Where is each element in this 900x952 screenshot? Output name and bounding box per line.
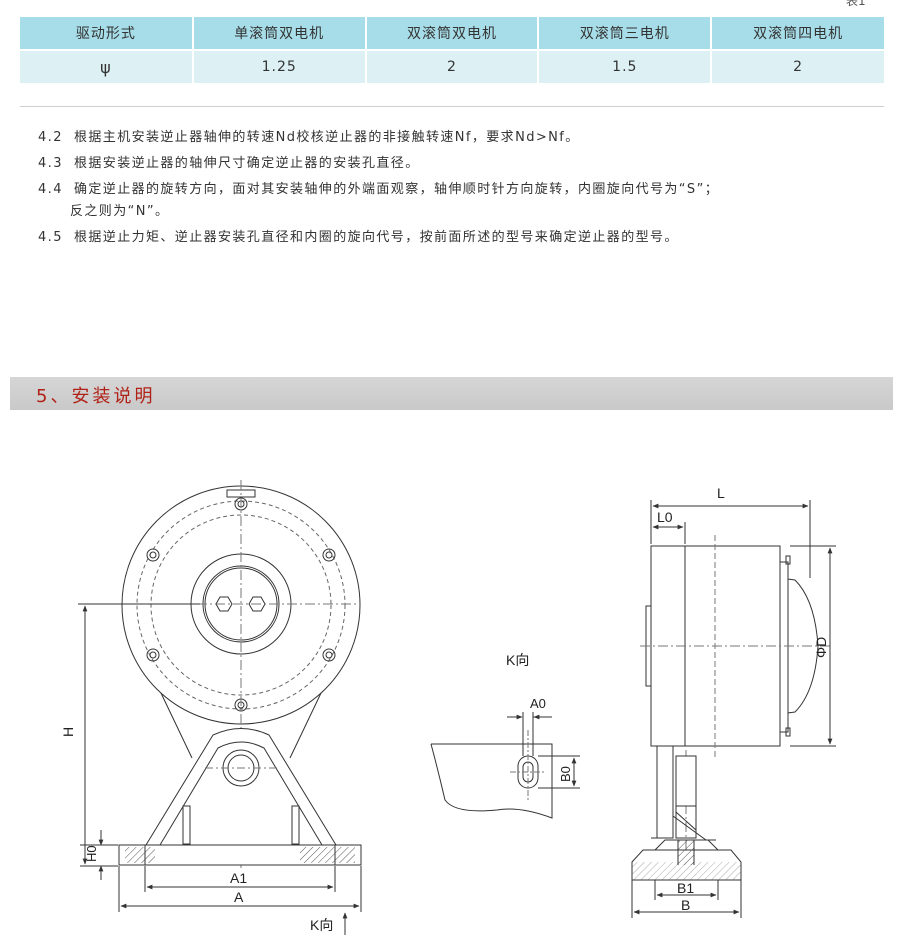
dim-b1-label: B1	[677, 880, 694, 896]
k-view-arrow-label: K向	[310, 917, 333, 933]
note-item: 4.4 确定逆止器的旋转方向，面对其安装轴伸的外端面观察，轴伸顺时针方向旋转，内圈…	[38, 179, 719, 205]
section-header: 5、安装说明	[10, 377, 893, 410]
note-text: 确定逆止器的旋转方向，面对其安装轴伸的外端面观察，轴伸顺时针方向旋转，内圈旋向代…	[74, 182, 720, 197]
column-header: 双滚筒双电机	[365, 17, 540, 50]
table-cell: 1.5	[538, 49, 713, 83]
note-text: 根据主机安装逆止器轴伸的转速Nd校核逆止器的非接触转速Nf，要求Nd>Nf。	[74, 130, 580, 145]
dim-l0-label: L0	[657, 509, 673, 525]
table-header-row: 驱动形式 单滚筒双电机 双滚筒双电机 双滚筒三电机 双滚筒四电机	[20, 17, 884, 50]
note-item: 4.2 根据主机安装逆止器轴伸的转速Nd校核逆止器的非接触转速Nf，要求Nd>Nf…	[38, 127, 719, 153]
table-cell: ψ	[20, 49, 194, 83]
selection-notes: 4.2 根据主机安装逆止器轴伸的转速Nd校核逆止器的非接触转速Nf，要求Nd>Nf…	[38, 127, 719, 253]
dim-a1-label: A1	[230, 870, 247, 886]
drive-factor-table: 驱动形式 单滚筒双电机 双滚筒双电机 双滚筒三电机 双滚筒四电机 ψ 1.25 …	[20, 17, 884, 83]
column-header: 单滚筒双电机	[192, 17, 367, 50]
k-detail-view	[430, 712, 580, 819]
column-header: 双滚筒四电机	[711, 17, 884, 50]
table-caption: 表1	[846, 0, 866, 8]
note-item: 4.3 根据安装逆止器的轴伸尺寸确定逆止器的安装孔直径。	[38, 153, 719, 179]
section-title: 5、安装说明	[36, 386, 156, 407]
detail-title: K向	[506, 652, 529, 668]
column-header: 驱动形式	[20, 17, 194, 50]
dim-b0-label: B0	[558, 766, 573, 782]
table-cell: 1.25	[192, 49, 367, 83]
note-number: 4.4	[38, 182, 63, 197]
dim-a-label: A	[234, 889, 244, 905]
divider	[20, 106, 884, 107]
dim-l-label: L	[717, 485, 725, 501]
table-row: ψ 1.25 2 1.5 2	[20, 49, 884, 83]
note-text: 根据安装逆止器的轴伸尺寸确定逆止器的安装孔直径。	[74, 156, 420, 171]
dim-a0-label: A0	[530, 696, 546, 711]
side-view	[631, 500, 836, 918]
note-number: 4.3	[38, 156, 63, 171]
note-number: 4.5	[38, 230, 63, 245]
front-view	[78, 480, 362, 935]
column-header: 双滚筒三电机	[538, 17, 713, 50]
dim-b-label: B	[681, 897, 690, 913]
note-number: 4.2	[38, 130, 63, 145]
dim-h-label: H	[60, 727, 76, 737]
table-cell: 2	[711, 49, 884, 83]
note-continuation: 反之则为“N”。	[70, 204, 170, 219]
dim-d-label: ΦD	[813, 637, 829, 658]
note-item: 4.5 根据逆止力矩、逆止器安装孔直径和内圈的旋向代号，按前面所述的型号来确定逆止…	[38, 227, 719, 253]
note-text: 根据逆止力矩、逆止器安装孔直径和内圈的旋向代号，按前面所述的型号来确定逆止器的型…	[74, 230, 679, 245]
table-cell: 2	[365, 49, 540, 83]
dim-h0-label: H0	[84, 845, 99, 862]
